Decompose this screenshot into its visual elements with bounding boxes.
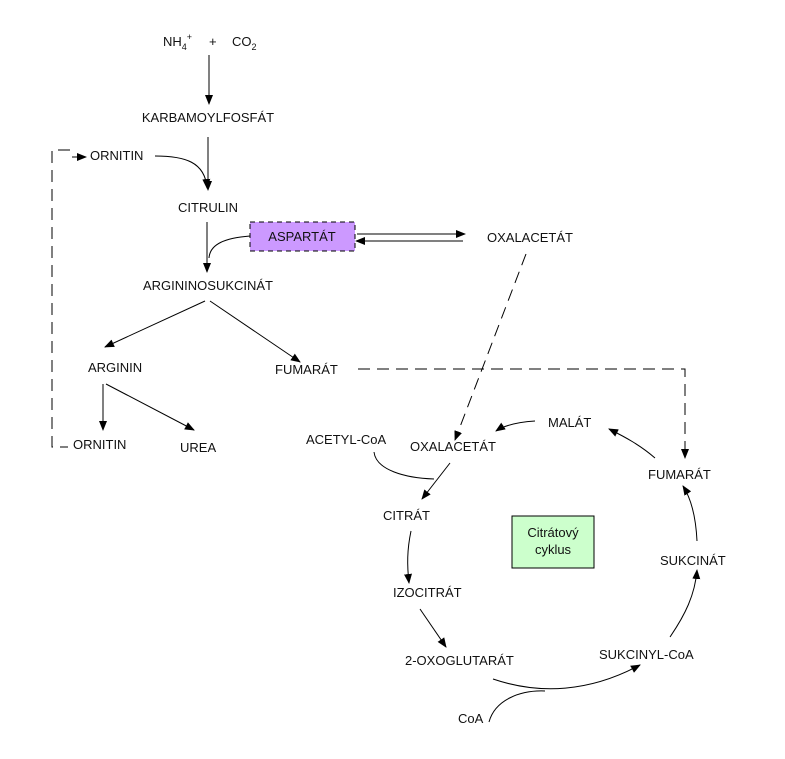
dashed-fumarat-link	[358, 368, 689, 459]
arrow-to-urea	[105, 383, 195, 431]
node-ornitin-top: ORNITIN	[90, 148, 143, 163]
co2-label: CO2	[232, 34, 257, 52]
citrate-cycle-box	[511, 515, 595, 569]
citrate-cycle-label-2: cyklus	[535, 542, 572, 557]
node-malat: MALÁT	[548, 415, 591, 430]
arrow-aspartat-join	[208, 235, 251, 259]
arrow-fumarat-to-malat	[608, 428, 656, 459]
node-izocitrat: IZOCITRÁT	[393, 585, 462, 600]
citrate-cycle-label-1: Citrátový	[527, 525, 579, 540]
node-argininosukcinat: ARGININOSUKCINÁT	[143, 278, 273, 293]
arrow-oxalacetat-to-citrat	[421, 462, 451, 500]
arrow-coa-join	[488, 690, 546, 723]
arrow-izocitrat-to-oxoglutarat	[419, 608, 447, 648]
node-fumarat: FUMARÁT	[648, 467, 711, 482]
arrow-sukcinat-to-fumarat	[682, 485, 698, 542]
node-ornitin-bottom: ORNITIN	[73, 437, 126, 452]
node-coa: CoA	[458, 711, 484, 726]
arrow-malat-to-oxalacetat	[495, 420, 536, 432]
node-aspartat: ASPARTÁT	[268, 229, 335, 244]
arrow-sukcinyl-to-sukcinat	[669, 569, 701, 638]
node-sukcinat: SUKCINÁT	[660, 553, 726, 568]
arrow-to-fumarat-left	[209, 300, 301, 363]
node-oxalacetat-top: OXALACETÁT	[487, 230, 573, 245]
node-arginin: ARGININ	[88, 360, 142, 375]
node-karbamoylfosfat: KARBAMOYLFOSFÁT	[142, 110, 274, 125]
node-urea: UREA	[180, 440, 216, 455]
node-acetyl-coa: ACETYL-CoA	[306, 432, 387, 447]
dashed-oxalacetat-link	[454, 253, 527, 441]
node-citrulin: CITRULIN	[178, 200, 238, 215]
arrow-oxoglutarat-to-sukcinyl	[492, 664, 641, 690]
nh4-label: NH4+	[163, 32, 192, 52]
node-sukcinyl-coa: SUKCINYL-CoA	[599, 647, 694, 662]
node-2-oxoglutarat: 2-OXOGLUTARÁT	[405, 653, 514, 668]
arrow-ornitin-to-citrulin	[154, 155, 211, 189]
node-oxalacetat: OXALACETÁT	[410, 439, 496, 454]
node-fumarat-left: FUMARÁT	[275, 362, 338, 377]
node-citrat: CITRÁT	[383, 508, 430, 523]
arrow-acetyl-coa-join	[373, 451, 435, 480]
dashed-ornitin-return	[51, 149, 70, 448]
plus-sign: +	[209, 34, 217, 49]
arrow-citrat-to-izocitrat	[404, 530, 412, 584]
arrow-to-arginin	[104, 300, 206, 348]
